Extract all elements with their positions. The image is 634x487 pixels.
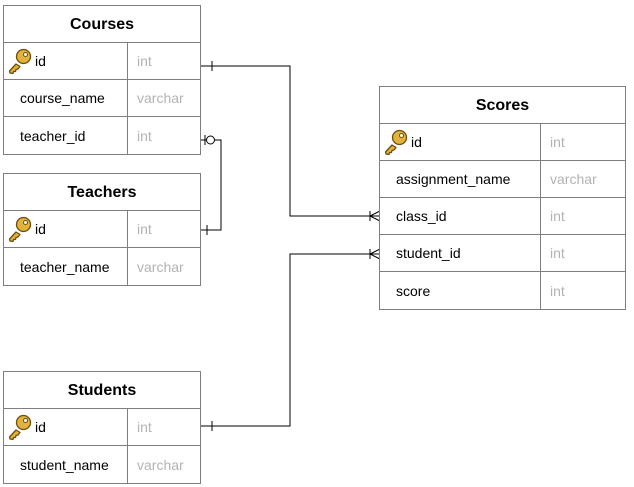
column-name-cell: student_id: [380, 235, 541, 271]
scores-row-assignment-name[interactable]: assignment_name varchar: [380, 161, 625, 198]
courses-row-teacher-id[interactable]: teacher_id int: [4, 117, 200, 154]
column-name-cell: student_name: [4, 446, 128, 483]
column-type: int: [550, 245, 565, 261]
column-name-cell: id: [4, 43, 128, 79]
primary-key-icon: [7, 47, 33, 75]
courses-row-course-name[interactable]: course_name varchar: [4, 80, 200, 117]
students-table[interactable]: Students id int student_name varchar: [3, 371, 201, 484]
teachers-row-id[interactable]: id int: [4, 211, 200, 248]
column-type: int: [550, 208, 565, 224]
column-name-cell: class_id: [380, 198, 541, 234]
scores-table[interactable]: Scores id int assignment_name varchar class_i…: [379, 86, 626, 310]
students-row-student-name[interactable]: student_name varchar: [4, 446, 200, 483]
courses-table-title: Courses: [4, 6, 200, 43]
column-type: int: [137, 419, 152, 435]
scores-table-title: Scores: [380, 87, 625, 124]
column-type: int: [137, 53, 152, 69]
column-name-cell: id: [4, 211, 128, 247]
column-name-cell: score: [380, 272, 541, 309]
column-name: id: [35, 221, 46, 237]
column-type: varchar: [137, 456, 184, 473]
column-type: varchar: [550, 171, 597, 187]
column-type: varchar: [137, 90, 184, 106]
connector-courses-teacher-id-to-teachers-id: [194, 135, 222, 235]
scores-row-class-id[interactable]: class_id int: [380, 198, 625, 235]
teachers-table[interactable]: Teachers id int teacher_name varchar: [3, 173, 201, 286]
connector-courses-id-to-scores-class-id: [201, 61, 381, 222]
column-name: student_name: [20, 456, 109, 473]
primary-key-icon: [7, 413, 33, 441]
column-name: student_id: [396, 245, 461, 261]
column-type: int: [550, 134, 565, 150]
column-type: int: [550, 282, 565, 299]
column-name: class_id: [396, 208, 447, 224]
primary-key-icon: [383, 128, 409, 156]
column-name-cell: id: [380, 124, 541, 160]
column-name: teacher_id: [20, 127, 86, 144]
courses-row-id[interactable]: id int: [4, 43, 200, 80]
column-name: assignment_name: [396, 171, 511, 187]
column-type: int: [137, 221, 152, 237]
column-name-cell: teacher_id: [4, 117, 128, 154]
column-type: int: [137, 127, 152, 144]
students-table-title: Students: [4, 372, 200, 409]
courses-table[interactable]: Courses id int course_name varchar teacher_id…: [3, 5, 201, 155]
column-name: teacher_name: [20, 258, 110, 275]
teachers-table-title: Teachers: [4, 174, 200, 211]
column-name: course_name: [20, 90, 105, 106]
column-name: id: [35, 53, 46, 69]
connector-students-id-to-scores-student-id: [201, 248, 381, 431]
column-name-cell: id: [4, 409, 128, 445]
primary-key-icon: [7, 215, 33, 243]
column-name-cell: teacher_name: [4, 248, 128, 285]
teachers-row-teacher-name[interactable]: teacher_name varchar: [4, 248, 200, 285]
column-name: id: [35, 419, 46, 435]
students-row-id[interactable]: id int: [4, 409, 200, 446]
column-type: varchar: [137, 258, 184, 275]
scores-row-score[interactable]: score int: [380, 272, 625, 309]
column-name: score: [396, 282, 431, 299]
column-name: id: [411, 134, 422, 150]
scores-row-id[interactable]: id int: [380, 124, 625, 161]
scores-row-student-id[interactable]: student_id int: [380, 235, 625, 272]
column-name-cell: course_name: [4, 80, 128, 116]
column-name-cell: assignment_name: [380, 161, 541, 197]
